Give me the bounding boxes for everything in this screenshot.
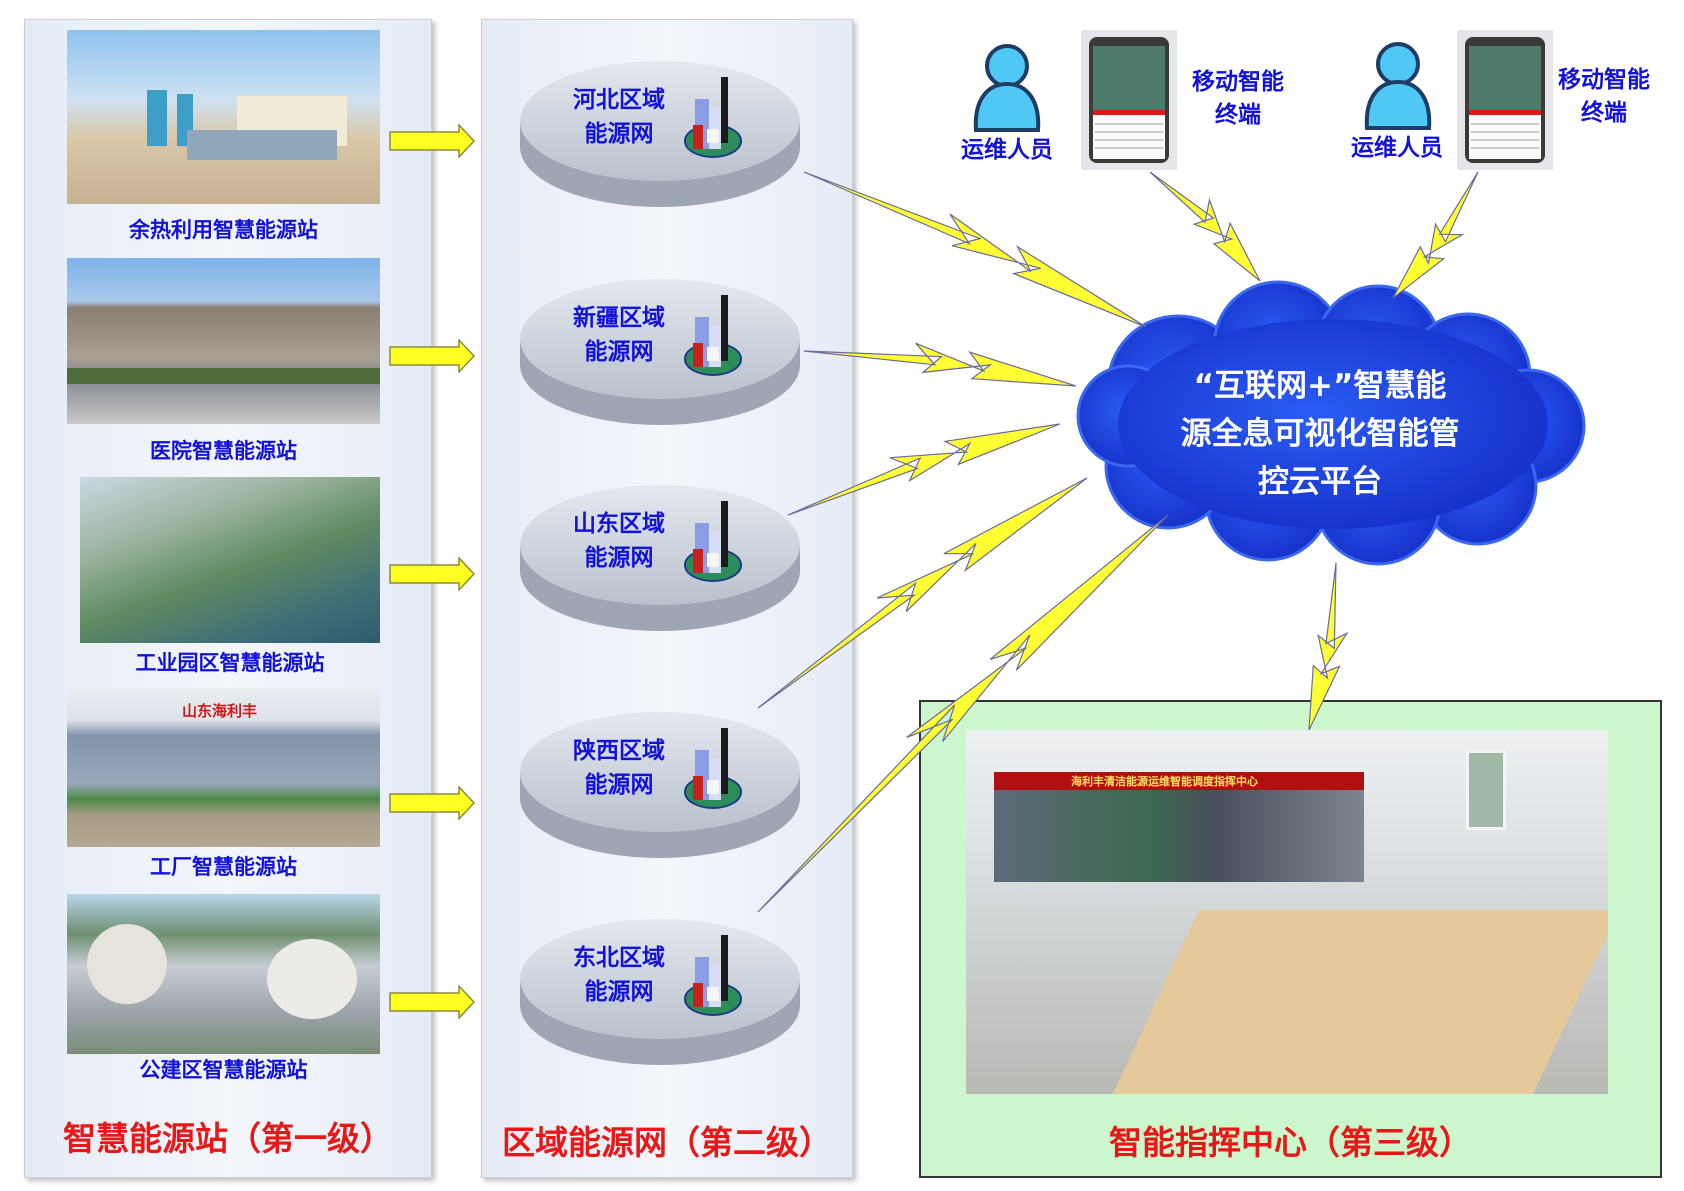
- right-arrow-icon: [389, 124, 475, 158]
- network-name: 新疆区域: [573, 305, 665, 331]
- cloud-platform-icon: [1076, 280, 1586, 566]
- mobile-terminal-label: 移动智能终端: [1178, 66, 1298, 132]
- lightning-bolt-icon: [1149, 171, 1261, 282]
- mobile-terminal-label: 移动智能终端: [1544, 64, 1664, 130]
- network-type: 能源网: [584, 339, 654, 365]
- right-arrow-icon: [389, 985, 475, 1019]
- regional-network-shandong: 山东区域能源网: [519, 483, 801, 633]
- cloud-line: “互联网+”智慧能: [1193, 368, 1447, 404]
- network-type: 能源网: [584, 772, 654, 798]
- photo-factory-station: 山东海利丰: [67, 688, 380, 847]
- network-name: 山东区域: [573, 511, 665, 537]
- right-arrow-icon: [389, 557, 475, 591]
- regional-network-hebei: 河北区域能源网: [519, 59, 801, 209]
- person-icon: [1364, 42, 1432, 130]
- photo-hospital-station: [67, 258, 380, 424]
- network-type: 能源网: [584, 979, 654, 1005]
- photo-waste-heat-station: [67, 30, 380, 204]
- terminal-line: 移动智能: [1192, 69, 1284, 95]
- station-label: 工业园区智慧能源站: [135, 651, 325, 675]
- terminal-line: 终端: [1581, 100, 1627, 126]
- right-arrow-icon: [389, 339, 475, 373]
- right-arrow-icon: [389, 786, 475, 820]
- maintenance-staff-label: 运维人员: [1351, 135, 1443, 161]
- regional-network-northeast: 东北区域能源网: [519, 917, 801, 1067]
- factory-sign: 山东海利丰: [182, 702, 258, 720]
- network-type: 能源网: [584, 121, 654, 147]
- cloud-line: 控云平台: [1258, 464, 1382, 500]
- terminal-line: 终端: [1215, 102, 1261, 128]
- photo-command-center: 海利丰清洁能源运维智能调度指挥中心: [966, 730, 1608, 1094]
- station-label: 公建区智慧能源站: [139, 1058, 308, 1082]
- network-type: 能源网: [584, 545, 654, 571]
- tier2-title: 区域能源网（第二级）: [502, 1123, 832, 1162]
- network-name: 陕西区域: [573, 738, 665, 764]
- station-label: 余热利用智慧能源站: [129, 218, 318, 242]
- maintenance-staff-label: 运维人员: [961, 137, 1053, 163]
- tier3-title: 智能指挥中心（第三级）: [1109, 1123, 1472, 1162]
- cloud-line: 源全息可视化智能管: [1180, 416, 1460, 452]
- photo-industrial-park-station: [80, 477, 380, 643]
- mobile-terminal-icon: [1081, 30, 1177, 170]
- regional-network-shaanxi: 陕西区域能源网: [519, 710, 801, 860]
- station-label: 医院智慧能源站: [150, 439, 297, 463]
- regional-network-xinjiang: 新疆区域能源网: [519, 277, 801, 427]
- mobile-terminal-icon: [1457, 30, 1553, 170]
- person-icon: [973, 44, 1041, 132]
- cloud-platform-label: “互联网+”智慧能源全息可视化智能管控云平台: [1140, 362, 1500, 506]
- network-name: 东北区域: [573, 945, 665, 971]
- network-name: 河北区域: [573, 87, 665, 113]
- terminal-line: 移动智能: [1558, 67, 1650, 93]
- command-center-banner: 海利丰清洁能源运维智能调度指挥中心: [1071, 775, 1258, 788]
- station-label: 工厂智慧能源站: [150, 855, 297, 879]
- tier1-title: 智慧能源站（第一级）: [63, 1119, 393, 1158]
- photo-public-building-station: [67, 894, 380, 1054]
